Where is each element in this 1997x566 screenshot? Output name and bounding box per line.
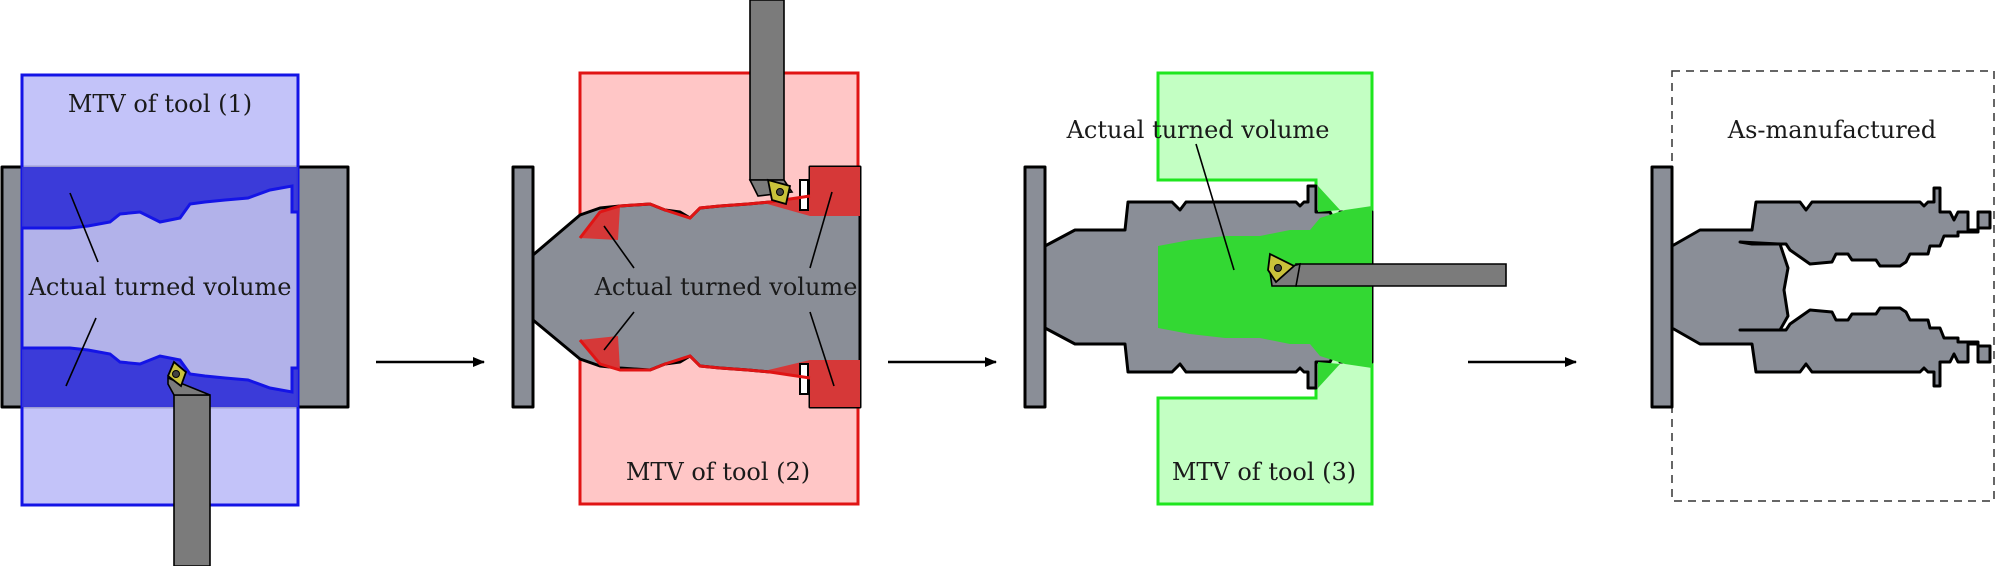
removed-volume-1-top bbox=[22, 167, 298, 228]
tool-2 bbox=[748, 0, 794, 206]
removed-volume-2-tl bbox=[580, 206, 620, 240]
removed-volume-3-bottom-notch bbox=[1318, 362, 1340, 388]
removed-volume-1-bottom bbox=[22, 348, 298, 407]
tool-1-shank bbox=[173, 394, 211, 566]
removed-volume-3 bbox=[1158, 206, 1372, 368]
final-part bbox=[1670, 186, 1992, 388]
stage-4: As-manufactured bbox=[1650, 70, 1995, 502]
mtv-label-3: MTV of tool (3) bbox=[1172, 458, 1356, 486]
removed-volume-2-bl bbox=[580, 336, 620, 370]
tool-3 bbox=[1267, 252, 1507, 287]
tool-2-screw bbox=[776, 188, 784, 196]
mtv-label-2: MTV of tool (2) bbox=[626, 458, 810, 486]
profile-line-2-bottom bbox=[578, 339, 811, 380]
leader-2b bbox=[603, 311, 635, 351]
flange-3 bbox=[1023, 165, 1047, 409]
stage-3: Actual turned volume MTV of tool (3) bbox=[1023, 71, 1507, 506]
leader-3 bbox=[1195, 143, 1235, 271]
removed-volume-3-top-notch bbox=[1318, 186, 1340, 212]
actual-turned-label-1: Actual turned volume bbox=[28, 273, 292, 301]
tool-3-shank bbox=[1295, 263, 1507, 287]
stage-2: MTV of tool (2) Actual turned volume bbox=[511, 0, 862, 506]
actual-turned-label-2: Actual turned volume bbox=[594, 273, 858, 301]
profile-line-1-bottom bbox=[22, 346, 298, 394]
profile-line-2-top bbox=[578, 194, 811, 239]
leader-1b bbox=[65, 317, 97, 387]
tool-2-shank bbox=[749, 0, 785, 181]
flange-4 bbox=[1650, 165, 1674, 409]
leader-1a bbox=[69, 192, 99, 263]
tool-1 bbox=[166, 360, 211, 566]
flange-2 bbox=[511, 165, 535, 409]
leader-2d bbox=[809, 311, 835, 387]
profile-line-1-top bbox=[22, 184, 298, 230]
as-manufactured-label: As-manufactured bbox=[1727, 116, 1937, 144]
leader-2a bbox=[603, 225, 635, 269]
mtv-region-1 bbox=[20, 73, 300, 507]
stage-1: MTV of tool (1) Actual turned volume bbox=[0, 73, 350, 566]
tool-3-screw bbox=[1274, 264, 1282, 272]
actual-turned-label-3: Actual turned volume bbox=[1066, 116, 1330, 144]
mtv-label-1: MTV of tool (1) bbox=[68, 90, 252, 118]
leader-2c bbox=[809, 191, 833, 269]
tool-1-screw bbox=[172, 370, 180, 378]
removed-volume-2-br bbox=[760, 360, 860, 407]
